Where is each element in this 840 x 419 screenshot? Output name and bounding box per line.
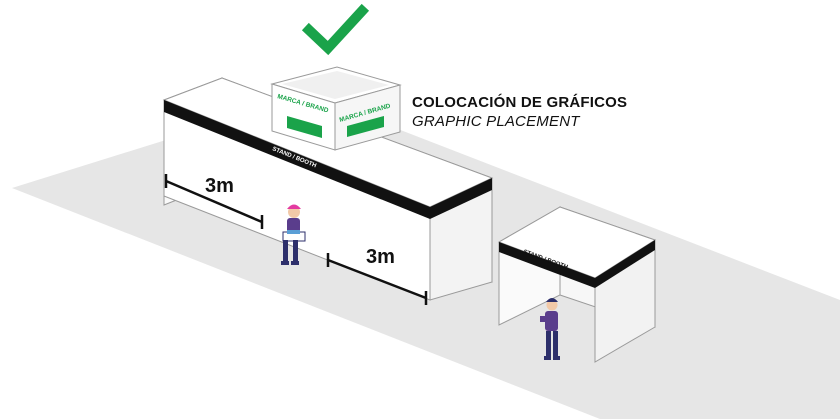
caption-title-es: COLOCACIÓN DE GRÁFICOS: [412, 94, 628, 111]
dimension-label-right: 3m: [366, 246, 395, 268]
dimension-label-left: 3m: [205, 175, 234, 197]
small-booth: [497, 206, 657, 363]
stand-band-large: [164, 100, 430, 219]
brand-panel-front: [287, 116, 322, 138]
stand-band-small: [499, 242, 595, 288]
stand-band-large-side: [430, 178, 492, 219]
graphic-placement-caption: COLOCACIÓN DE GRÁFICOS GRAPHIC PLACEMENT: [412, 93, 627, 131]
person-with-laptop: [281, 204, 306, 265]
stand-band-small-side: [595, 240, 655, 288]
brand-panel-side: [347, 116, 384, 137]
person-standing: [540, 298, 560, 360]
caption-title-en: GRAPHIC PLACEMENT: [412, 113, 580, 130]
check-icon: [301, 3, 370, 56]
dimension-line-left: [164, 174, 264, 229]
dimension-line-right: [326, 253, 428, 305]
hanging-sign: MARCA / BRAND MARCA / BRAND: [270, 66, 402, 151]
